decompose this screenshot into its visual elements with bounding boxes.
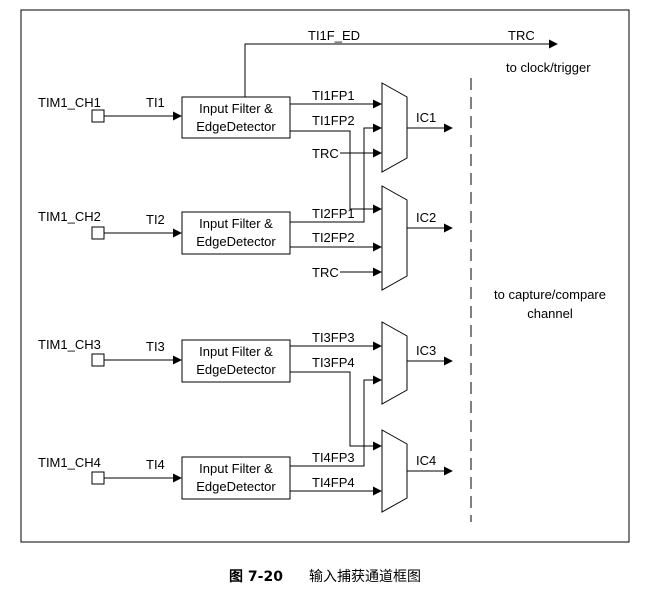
ti1fp2-label: TI1FP2 <box>312 113 355 128</box>
mux-ic3 <box>381 321 408 405</box>
trc-out-label: TRC <box>508 28 535 43</box>
mux-ic2 <box>381 185 408 291</box>
filter-block-ch1 <box>181 96 291 139</box>
trc-ic1-label: TRC <box>312 146 339 161</box>
ti-label-ch3: TI3 <box>146 339 165 354</box>
capture-compare-label-line1: to capture/compare <box>494 287 606 302</box>
pin-label-ch3: TIM1_CH3 <box>38 337 101 352</box>
filter-text-ch2-line2: EdgeDetector <box>196 234 276 249</box>
pin-box-ch2 <box>91 226 105 240</box>
ti-label-ch1: TI1 <box>146 95 165 110</box>
pin-box-ch1 <box>91 109 105 123</box>
mux-ic1 <box>381 82 408 173</box>
ti2fp1-line <box>290 123 382 223</box>
filter-block-ch2 <box>181 211 291 255</box>
ic2-label: IC2 <box>416 210 436 225</box>
figure-caption: 图 7-20 输入捕获通道框图 <box>0 566 650 586</box>
ti-label-ch4: TI4 <box>146 457 165 472</box>
caption-number: 图 7-20 <box>229 569 283 585</box>
ti1fp2-line <box>290 130 382 214</box>
pin-box-ch3 <box>91 353 105 367</box>
ti2fp2-label: TI2FP2 <box>312 230 355 245</box>
figure-frame <box>20 9 630 543</box>
ti1fp1-label: TI1FP1 <box>312 88 355 103</box>
pin-label-ch2: TIM1_CH2 <box>38 209 101 224</box>
filter-text-ch1-line1: Input Filter & <box>199 101 273 116</box>
filter-text-ch3-line1: Input Filter & <box>199 344 273 359</box>
filter-text-ch3-line2: EdgeDetector <box>196 362 276 377</box>
ic3-label: IC3 <box>416 343 436 358</box>
pin-label-ch4: TIM1_CH4 <box>38 455 101 470</box>
ti4fp3-label: TI4FP3 <box>312 450 355 465</box>
ti3fp4-line <box>290 371 382 451</box>
ti1f-ed-label: TI1F_ED <box>308 28 360 43</box>
ti3fp4-label: TI3FP4 <box>312 355 355 370</box>
capture-compare-label-line2: channel <box>527 306 573 321</box>
ti-label-ch2: TI2 <box>146 212 165 227</box>
ti2fp1-label: TI2FP1 <box>312 206 355 221</box>
to-clock-trigger-label: to clock/trigger <box>506 60 591 75</box>
trc-ic2-label: TRC <box>312 265 339 280</box>
pin-box-ch4 <box>91 471 105 485</box>
filter-text-ch4-line1: Input Filter & <box>199 461 273 476</box>
filter-block-ch3 <box>181 339 291 383</box>
ti4fp3-line <box>290 375 382 467</box>
ti3fp3-label: TI3FP3 <box>312 330 355 345</box>
filter-block-ch4 <box>181 456 291 500</box>
ti1f-ed-line <box>244 39 558 97</box>
pin-label-ch1: TIM1_CH1 <box>38 95 101 110</box>
input-capture-block-diagram: TIM1_CH1 TI1 Input Filter & EdgeDetector… <box>20 9 630 543</box>
ti4fp4-label: TI4FP4 <box>312 475 355 490</box>
filter-text-ch4-line2: EdgeDetector <box>196 479 276 494</box>
ic1-label: IC1 <box>416 110 436 125</box>
filter-text-ch2-line1: Input Filter & <box>199 216 273 231</box>
caption-title: 输入捕获通道框图 <box>308 569 421 585</box>
ic4-label: IC4 <box>416 453 436 468</box>
mux-ic4 <box>381 429 408 513</box>
filter-text-ch1-line2: EdgeDetector <box>196 119 276 134</box>
